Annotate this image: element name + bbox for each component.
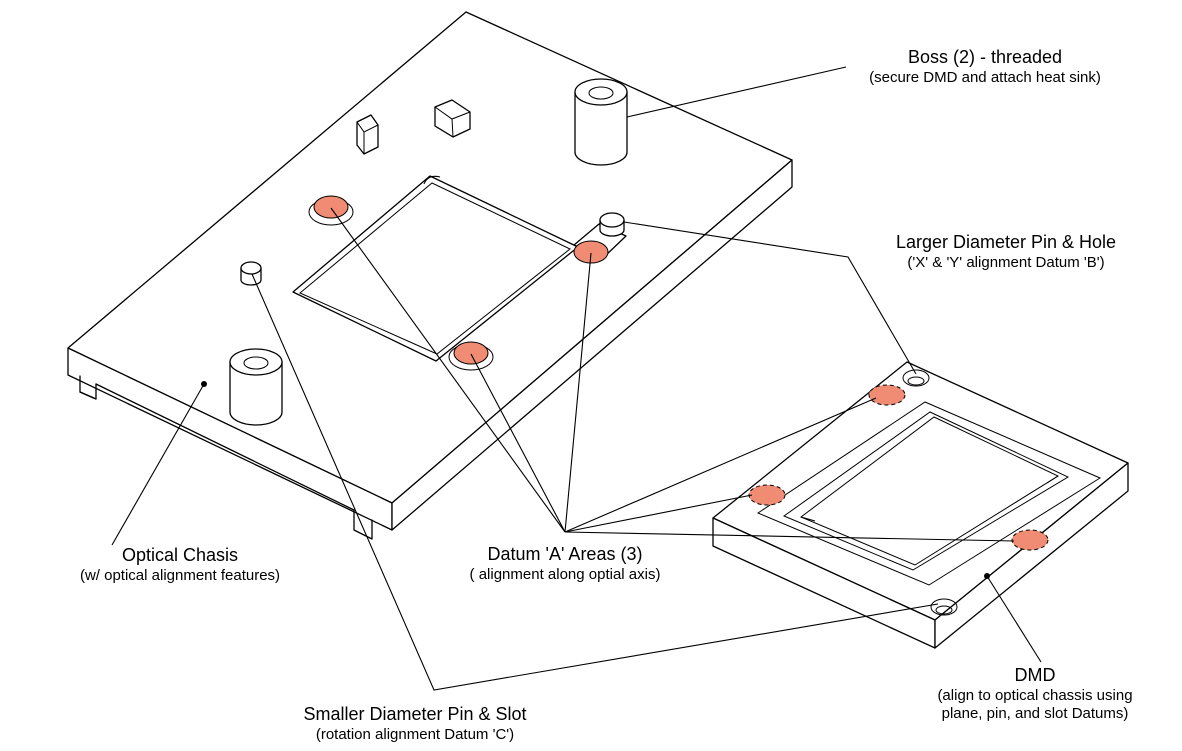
- leader-small-pin: [251, 273, 939, 691]
- label-dmd-subtitle-1: (align to optical chassis using: [937, 686, 1133, 704]
- leader-dmd: [986, 575, 1042, 663]
- label-datum-a: Datum 'A' Areas (3) ( alignment along op…: [430, 544, 700, 584]
- chassis-rabbet-edge: [95, 383, 355, 511]
- dmd-slot-small: [930, 598, 958, 616]
- leader-datum-a-6: [564, 531, 1015, 542]
- chassis-right-notch: [353, 509, 373, 540]
- label-large-pin-subtitle: ('X' & 'Y' alignment Datum 'B'): [907, 253, 1105, 271]
- datum-a-pad-2: [448, 341, 494, 371]
- boss-back: [574, 78, 628, 166]
- dmd-datum-a-area-3: [1011, 529, 1049, 551]
- label-chassis: Optical Chasis (w/ optical alignment fea…: [30, 545, 330, 585]
- leader-datum-a-3: [564, 252, 592, 533]
- dmd-window-outer: [782, 411, 1070, 571]
- label-small-pin-subtitle: (rotation alignment Datum 'C'): [315, 725, 515, 743]
- label-small-pin-title: Smaller Diameter Pin & Slot: [303, 704, 527, 724]
- label-dmd: DMD (align to optical chassis using plan…: [900, 665, 1170, 723]
- chassis-side-face: [391, 159, 793, 531]
- label-datum-a-subtitle: ( alignment along optial axis): [469, 565, 661, 583]
- chassis-aperture: [292, 175, 579, 362]
- boss-front: [229, 348, 283, 426]
- optical-chassis: [67, 11, 793, 540]
- datum-a-pad-1: [308, 195, 354, 226]
- dmd-datum-a-area-1: [868, 384, 906, 406]
- label-large-pin: Larger Diameter Pin & Hole ('X' & 'Y' al…: [836, 232, 1176, 272]
- leader-datum-a-4: [564, 397, 877, 533]
- dmd-device: [712, 361, 1129, 649]
- dmd-side-face: [934, 462, 1129, 649]
- leader-large-pin: [623, 221, 917, 375]
- alignment-block-right: [434, 99, 471, 138]
- leader-datum-a-5: [564, 494, 753, 533]
- dmd-hole-large: [902, 369, 930, 387]
- leader-chassis: [111, 383, 205, 546]
- datum-a-pad-3: [573, 240, 609, 264]
- label-boss: Boss (2) - threaded (secure DMD and atta…: [800, 47, 1170, 87]
- leader-boss: [626, 66, 847, 118]
- label-chassis-title: Optical Chasis: [121, 545, 239, 565]
- dmd-datum-a-area-2: [748, 484, 786, 506]
- label-small-pin: Smaller Diameter Pin & Slot (rotation al…: [250, 704, 580, 744]
- leader-lines: [111, 66, 1042, 691]
- alignment-block-left: [356, 114, 379, 155]
- leader-datum-a-1: [330, 207, 566, 533]
- label-datum-a-title: Datum 'A' Areas (3): [487, 544, 643, 564]
- small-pin: [240, 261, 262, 286]
- label-large-pin-title: Larger Diameter Pin & Hole: [895, 232, 1117, 252]
- label-dmd-title: DMD: [1014, 665, 1056, 685]
- label-chassis-subtitle: (w/ optical alignment features): [79, 566, 281, 584]
- dmd-frame: [756, 401, 1102, 586]
- leader-datum-a-2: [470, 353, 566, 533]
- label-dmd-subtitle-2: plane, pin, and slot Datums): [941, 704, 1129, 722]
- chassis-notch-base: [79, 391, 97, 400]
- label-boss-subtitle: (secure DMD and attach heat sink): [869, 68, 1101, 86]
- label-boss-title: Boss (2) - threaded: [907, 47, 1063, 67]
